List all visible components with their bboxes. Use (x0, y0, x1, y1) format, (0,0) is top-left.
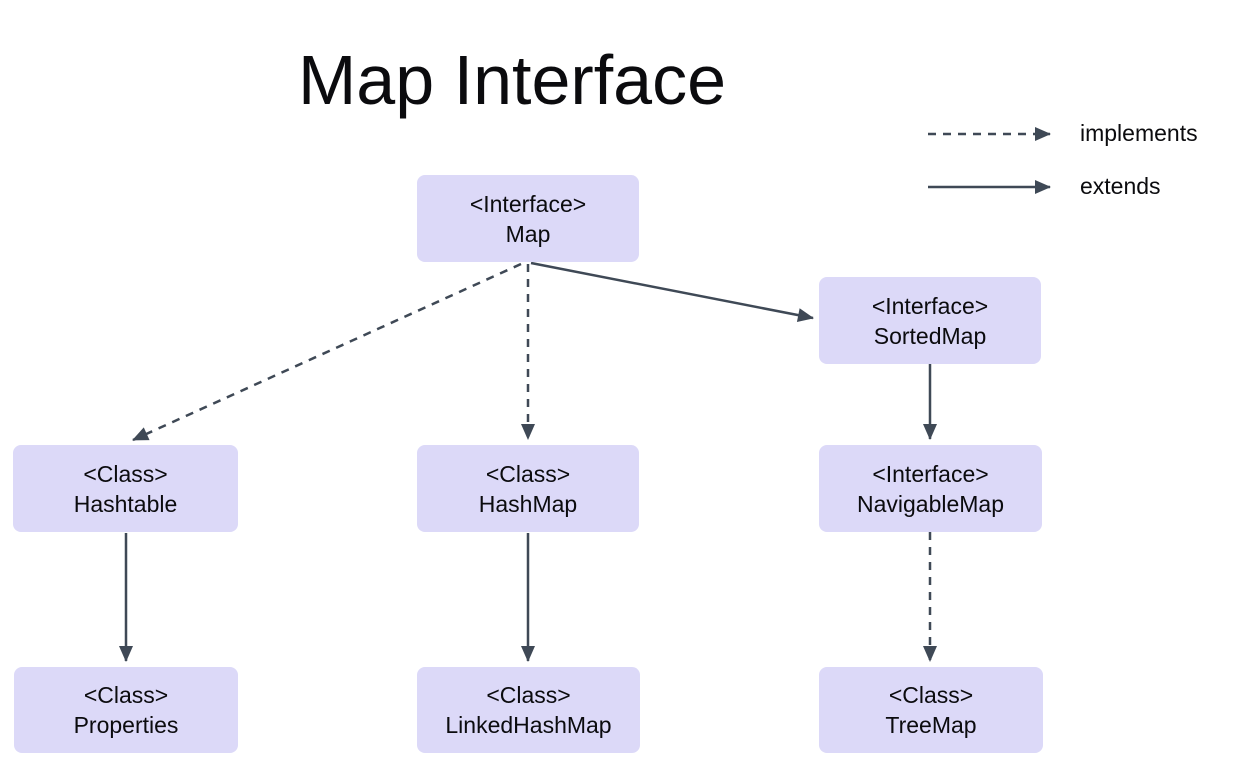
node-hashmap: <Class> HashMap (417, 445, 639, 532)
node-name: SortedMap (873, 322, 987, 349)
node-sortedmap: <Interface> SortedMap (819, 277, 1041, 364)
legend-label-implements: implements (1080, 120, 1198, 146)
node-properties: <Class> Properties (14, 667, 238, 753)
node-treemap: <Class> TreeMap (819, 667, 1043, 753)
node-name: HashMap (478, 490, 578, 517)
dashed-arrow-icon (928, 126, 1051, 141)
node-stereotype: <Class> (485, 460, 571, 487)
edge-map-sortedmap (530, 261, 814, 322)
node-name: Properties (73, 712, 179, 738)
node-map: <Interface> Map (417, 175, 639, 262)
node-linkedhashmap: <Class> LinkedHashMap (417, 667, 640, 753)
legend-label-extends: extends (1080, 173, 1161, 199)
node-name: Hashtable (73, 490, 178, 517)
node-name: Map (505, 220, 551, 247)
node-name: NavigableMap (856, 490, 1005, 517)
page-title: Map Interface (298, 41, 726, 119)
node-stereotype: <Class> (486, 682, 571, 708)
node-name: LinkedHashMap (445, 712, 612, 738)
legend-item-extends: extends (926, 173, 1161, 200)
node-navigablemap: <Interface> NavigableMap (819, 445, 1042, 532)
solid-arrow-icon (928, 179, 1051, 194)
node-stereotype: <Class> (83, 460, 168, 487)
edge-map-hashtable (132, 262, 522, 442)
node-stereotype: <Interface> (872, 460, 989, 487)
node-stereotype: <Interface> (871, 292, 989, 319)
node-stereotype: <Interface> (469, 190, 587, 217)
node-stereotype: <Class> (888, 682, 974, 708)
node-stereotype: <Class> (83, 682, 169, 708)
legend-item-implements: implements (926, 120, 1198, 147)
node-name: TreeMap (885, 712, 977, 738)
node-hashtable: <Class> Hashtable (13, 445, 238, 532)
